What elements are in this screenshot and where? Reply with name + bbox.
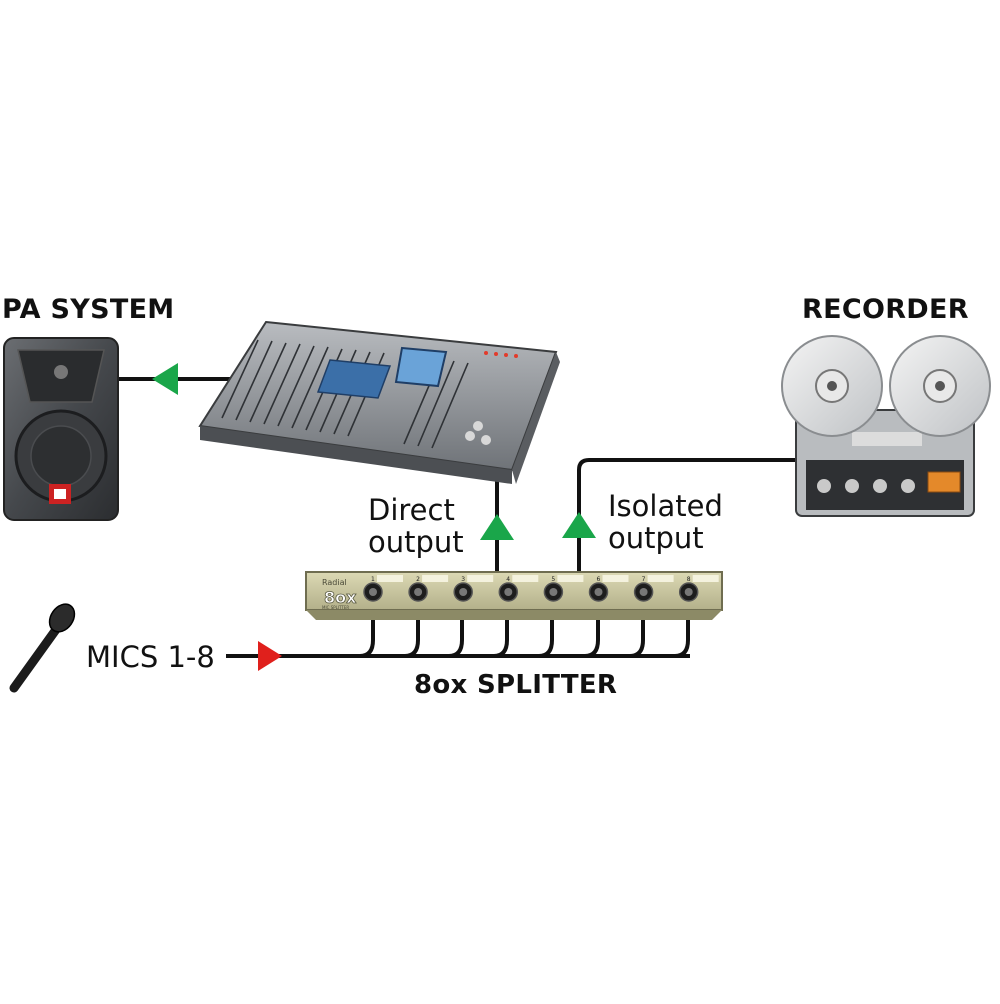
- scribble-strip-7: [647, 575, 674, 582]
- cable-mic-7: [629, 594, 645, 658]
- direct-output-line2: output: [368, 525, 464, 559]
- scribble-strip-5: [557, 575, 584, 582]
- speaker-icon: [3, 337, 119, 521]
- xlr-connectors: 1 2 3 4 5 6 7 8: [363, 575, 719, 602]
- pa-system-label: PA SYSTEM: [2, 294, 175, 325]
- scribble-strip-8: [692, 575, 719, 582]
- direct-output-line1: Direct: [368, 493, 455, 527]
- rack-splitter-icon: Radial 8ox MIC SPLITTER 1 2 3 4 5 6 7 8: [305, 571, 723, 620]
- scribble-strip-4: [512, 575, 539, 582]
- reel-to-reel-recorder-icon: [781, 335, 991, 517]
- scribble-strip-1: [377, 575, 403, 582]
- splitter-brand-text: Radial: [322, 578, 347, 587]
- cable-mic-3: [448, 594, 464, 658]
- cables: [118, 377, 810, 658]
- xlr-pin-8: [684, 588, 693, 596]
- channel-number-2: 2: [416, 576, 420, 583]
- xlr-pin-7: [639, 588, 648, 596]
- mics-label: MICS 1-8: [86, 640, 215, 674]
- splitter-model-text: 8ox: [324, 588, 357, 607]
- splitter-label: 8ox SPLITTER: [414, 670, 618, 700]
- channel-number-1: 1: [371, 576, 375, 583]
- direct-output-label: Direct output: [368, 494, 464, 558]
- channel-number-6: 6: [597, 576, 601, 583]
- xlr-pin-2: [414, 588, 423, 596]
- scribble-strip-2: [422, 575, 449, 582]
- cable-mic-8: [674, 594, 690, 658]
- microphone-icon: [9, 603, 76, 693]
- isolated-output-line2: output: [608, 521, 704, 555]
- xlr-pin-6: [594, 588, 603, 596]
- channel-number-3: 3: [461, 576, 465, 583]
- channel-number-5: 5: [551, 576, 555, 583]
- cable-mic-5: [538, 594, 554, 658]
- cable-isolated-output: [577, 458, 810, 578]
- channel-number-4: 4: [506, 576, 510, 583]
- arrow-to-pa: [152, 363, 178, 395]
- splitter-subtitle-text: MIC SPLITTER: [322, 605, 349, 610]
- channel-number-8: 8: [687, 576, 691, 583]
- xlr-pin-3: [459, 588, 468, 596]
- arrow-direct-output: [480, 514, 514, 540]
- arrow-isolated-output: [562, 512, 596, 538]
- mixing-console-icon: [198, 320, 560, 484]
- scribble-strip-6: [602, 575, 629, 582]
- cable-mic-2: [404, 594, 420, 658]
- recorder-label: RECORDER: [802, 294, 969, 325]
- scribble-strip-3: [467, 575, 494, 582]
- arrow-mics-input: [258, 641, 282, 671]
- cable-mic-4: [493, 594, 509, 658]
- xlr-pin-5: [549, 588, 558, 596]
- channel-number-7: 7: [642, 576, 646, 583]
- cable-mic-1: [359, 594, 375, 658]
- xlr-pin-1: [369, 588, 377, 596]
- isolated-output-line1: Isolated: [608, 489, 723, 523]
- xlr-pin-4: [504, 588, 513, 596]
- isolated-output-label: Isolated output: [608, 490, 723, 554]
- cable-mic-6: [584, 594, 600, 658]
